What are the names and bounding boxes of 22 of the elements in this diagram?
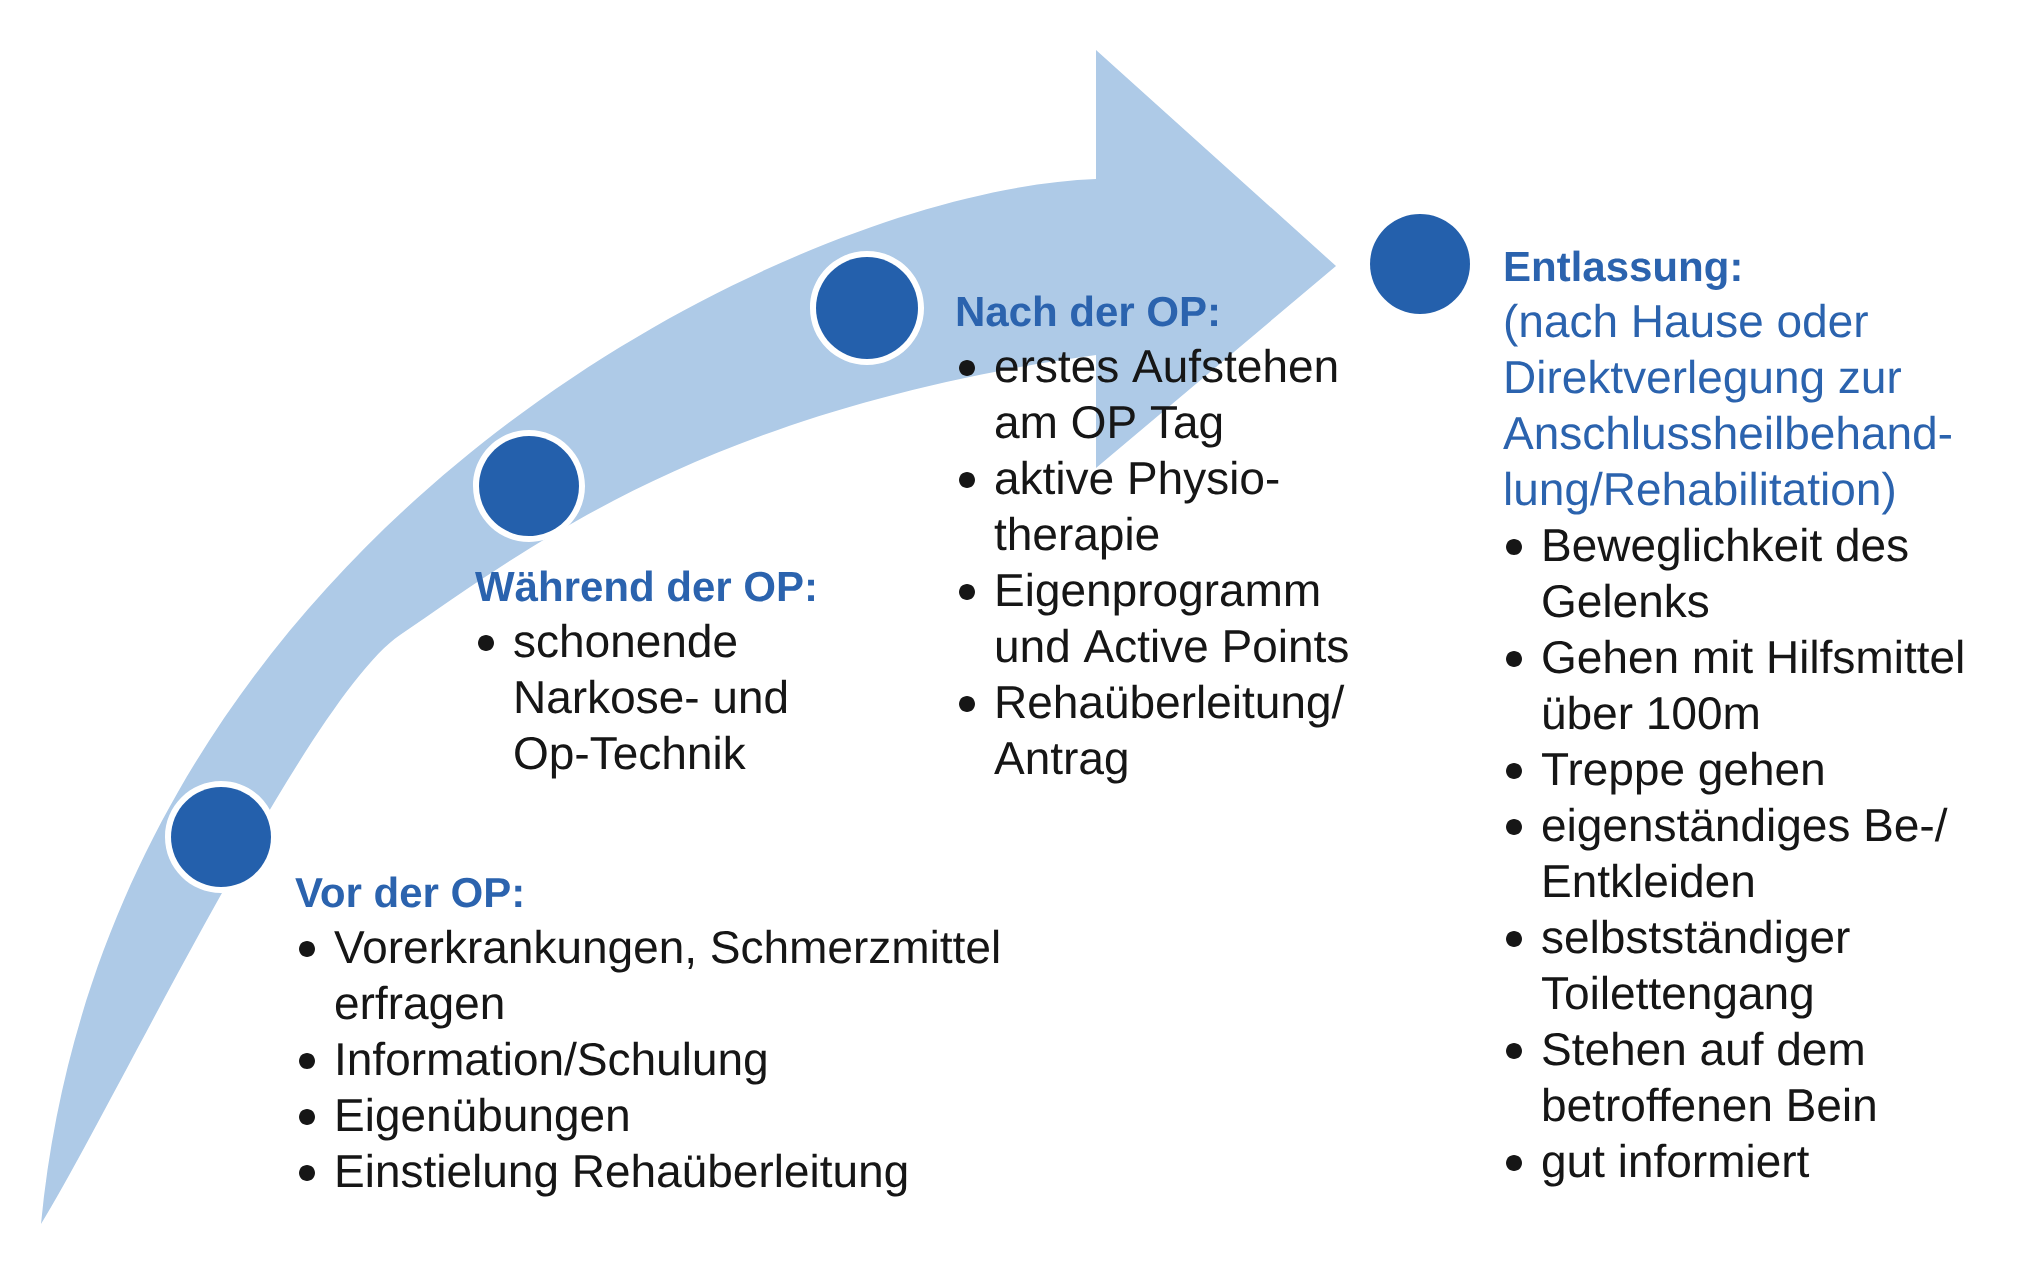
- list-item: Information/Schulung: [338, 1041, 766, 1085]
- list-item: Eigenprogramm und Active Points: [997, 572, 1348, 663]
- list-item: Einstielung Rehaüberleitung: [337, 1153, 907, 1197]
- phase-heading: Nach der OP:: [957, 295, 1217, 327]
- phase-heading: Entlassung:: [1505, 250, 1740, 290]
- list-item: Beweglichkeit des Gelenks: [1543, 527, 1908, 618]
- list-item: schonende Narkose- und Op-Technik: [514, 623, 787, 779]
- list-item: aktive Physio- therapie: [994, 460, 1279, 560]
- milestone-circle: [1370, 214, 1470, 314]
- list-item: Vorerkrankungen, Schmerzmittel erfragen: [334, 929, 999, 1029]
- list-item: gut informiert: [1542, 1143, 1810, 1187]
- milestone-circle: [479, 436, 579, 536]
- phase-heading: Vor der OP:: [295, 876, 522, 908]
- list-item: Treppe gehen: [1542, 751, 1823, 795]
- phase-subheading: (nach Hause oder Direktverlegung zur Anschlussheilbehand- lung/Rehabilitation): [1503, 303, 1951, 515]
- list-item: Gehen mit Hilfsmittel über 100m: [1543, 639, 1963, 730]
- milestone-circle: [171, 787, 271, 887]
- list-item: Eigenübungen: [337, 1097, 628, 1141]
- phase-heading: Während der OP:: [475, 570, 814, 602]
- list-item: Rehaüberleitung/ Antrag: [994, 684, 1345, 784]
- milestone-circle: [816, 257, 918, 359]
- list-item: selbstständiger Toilettengang: [1542, 919, 1850, 1019]
